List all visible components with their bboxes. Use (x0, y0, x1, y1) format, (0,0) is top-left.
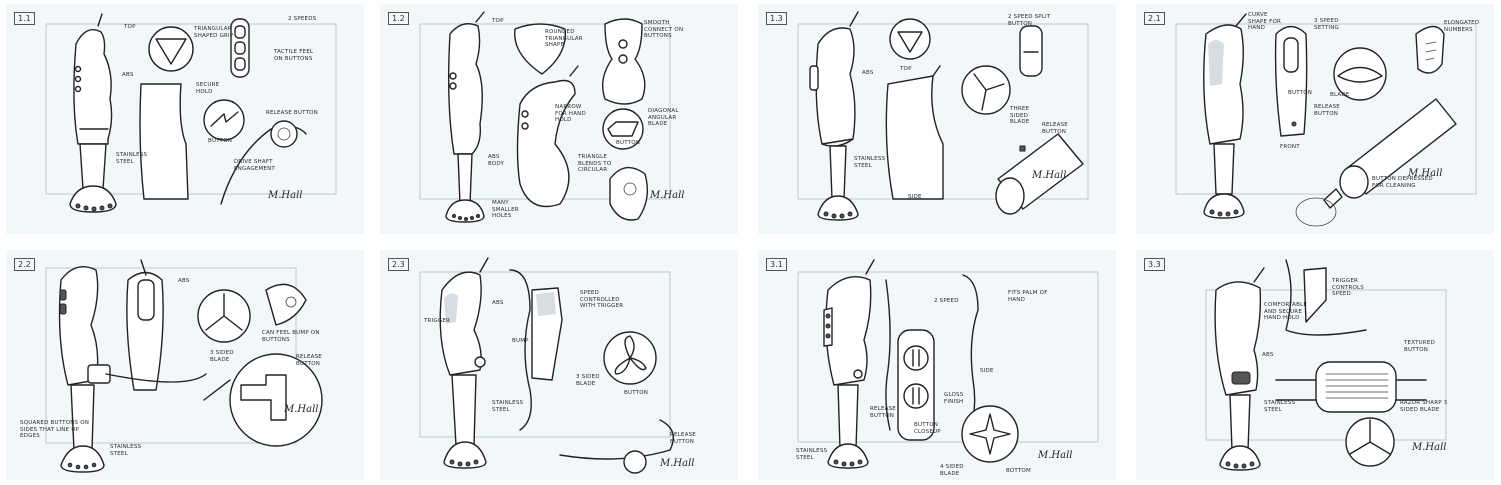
note: SPEED CONTROLLED WITH TRIGGER (580, 290, 624, 309)
note: SIDE (908, 194, 922, 200)
note: CAN FEEL BUMP ON BUTTONS (262, 330, 320, 343)
note: STAINLESS STEEL (116, 152, 148, 165)
note: COMFORTABLE AND SECURE HAND HOLD (1264, 302, 1308, 321)
note: THREE SIDED BLADE (1010, 106, 1030, 125)
signature: M.Hall (268, 190, 303, 201)
note: TACTILE FEEL ON BUTTONS (274, 49, 314, 62)
note: RAZOR SHARP 3 SIDED BLADE (1400, 400, 1448, 413)
sketch-panel-2-3: 2.3 TRIGGER ABS SPEED CONTROLLED WITH TR… (380, 250, 738, 480)
note: 4 SIDED BLADE (940, 464, 964, 477)
hand-blender-sketch (45, 259, 323, 473)
hand-blender-sketch (1205, 259, 1447, 471)
sketch-panel-1-3: 1.3 TOP 2 SPEED SPLIT BUTTON ABS THREE S… (758, 4, 1116, 234)
note: ABS (862, 70, 874, 76)
panel-id: 1.3 (766, 12, 787, 25)
note: STAINLESS STEEL (796, 448, 828, 461)
note: BUTTON DEPRESSED FOR CLEANING (1372, 176, 1433, 189)
note: RELEASE BUTTON (670, 432, 696, 445)
note: 3 SIDED BLADE (576, 374, 600, 387)
hand-blender-sketch (797, 259, 1099, 469)
note: 2 SPEED (934, 298, 959, 304)
panel-id: 3.1 (766, 258, 787, 271)
note: SECURE HOLD (196, 82, 220, 95)
note: NARROW FOR HAND HOLD (555, 104, 586, 123)
note: CURVE SHAPE FOR HAND (1248, 12, 1282, 31)
note: TOP (492, 18, 504, 24)
note: TOP (124, 24, 136, 30)
hand-blender-sketch (45, 13, 337, 213)
note: FRONT (1280, 144, 1300, 150)
note: TEXTURED BUTTON (1404, 340, 1436, 353)
signature: M.Hall (650, 190, 685, 201)
sketch-panel-3-1: 3.1 2 SPEED FITS PALM OF HAND SIDE GLOSS… (758, 250, 1116, 480)
signature: M.Hall (1032, 170, 1067, 181)
note: BUMP (512, 338, 529, 344)
note: SQUARED BUTTONS ON SIDES THAT LINE UP ED… (20, 420, 90, 439)
note: ROUNDED TRIANGULAR SHAPE (545, 29, 583, 48)
hand-blender-sketch (1175, 13, 1477, 227)
sketch-panel-2-1: 2.1 CURVE SHAPE FOR HAND 3 SPEED SETTING… (1136, 4, 1494, 234)
note: 2 SPEEDS (288, 16, 317, 22)
note: DIAGONAL ANGULAR BLADE (648, 108, 679, 127)
note: ABS (492, 300, 504, 306)
note: STAINLESS STEEL (854, 156, 886, 169)
note: TRIGGER CONTROLS SPEED (1332, 278, 1364, 297)
note: 3 SPEED SETTING (1314, 18, 1339, 31)
signature: M.Hall (660, 458, 695, 469)
signature: M.Hall (1038, 450, 1073, 461)
note: ABS (1262, 352, 1274, 358)
panel-id: 3.3 (1144, 258, 1165, 271)
sketch-panel-3-3: 3.3 TRIGGER CONTROLS SPEED COMFORTABLE A… (1136, 250, 1494, 480)
note: BOTTOM (1006, 468, 1031, 474)
note: TRIGGER (424, 318, 451, 324)
sketch-panel-1-2: 1.2 TOP ROUNDED TRIANGULAR SHAPE SMOOTH … (380, 4, 738, 234)
signature: M.Hall (1412, 442, 1447, 453)
signature: M.Hall (1408, 168, 1443, 179)
note: SMOOTH CONNECT ON BUTTONS (644, 20, 684, 39)
hand-blender-sketch (419, 11, 671, 223)
note: ELONGATED NUMBERS (1444, 20, 1480, 33)
panel-id: 1.2 (388, 12, 409, 25)
note: STAINLESS STEEL (110, 444, 142, 457)
panel-id: 2.1 (1144, 12, 1165, 25)
note: STAINLESS STEEL (492, 400, 524, 413)
note: MANY SMALLER HOLES (492, 200, 519, 219)
note: 2 SPEED SPLIT BUTTON (1008, 14, 1051, 27)
note: BUTTON (624, 390, 649, 396)
signature: M.Hall (284, 404, 319, 415)
note: ABS BODY (488, 154, 505, 167)
hand-blender-sketch (419, 257, 674, 474)
note: BLADE (1330, 92, 1350, 98)
note: TRIANGLE BLENDS TO CIRCULAR (578, 154, 612, 173)
note: BUTTON CLOSEUP (914, 422, 941, 435)
note: ABS (178, 278, 190, 284)
note: RELEASE BUTTON (266, 110, 318, 116)
panel-id: 2.2 (14, 258, 35, 271)
sketch-panel-1-1: 1.1 TOP TRIANGULAR SHAPED GRIP 2 SPEEDS … (6, 4, 364, 234)
panel-id: 1.1 (14, 12, 35, 25)
note: RELEASE BUTTON (1042, 122, 1068, 135)
hand-blender-sketch (797, 11, 1089, 221)
note: DRIVE SHAFT ENGAGEMENT (234, 159, 275, 172)
note: RELEASE BUTTON (870, 406, 896, 419)
note: SIDE (980, 368, 994, 374)
note: FITS PALM OF HAND (1008, 290, 1048, 303)
note: BUTTON (616, 140, 641, 146)
note: STAINLESS STEEL (1264, 400, 1296, 413)
note: BUTTON (1288, 90, 1313, 96)
note: RELEASE BUTTON (296, 354, 322, 367)
note: ABS (122, 72, 134, 78)
note: RELEASE BUTTON (1314, 104, 1340, 117)
panel-id: 2.3 (388, 258, 409, 271)
note: TOP (900, 66, 912, 72)
note: TRIANGULAR SHAPED GRIP (194, 26, 234, 39)
note: BUTTON (208, 138, 233, 144)
note: 3 SIDED BLADE (210, 350, 234, 363)
sketch-panel-2-2: 2.2 ABS CAN FEEL BUMP ON BUTTONS 3 SIDED… (6, 250, 364, 480)
note: GLOSS FINISH (944, 392, 964, 405)
